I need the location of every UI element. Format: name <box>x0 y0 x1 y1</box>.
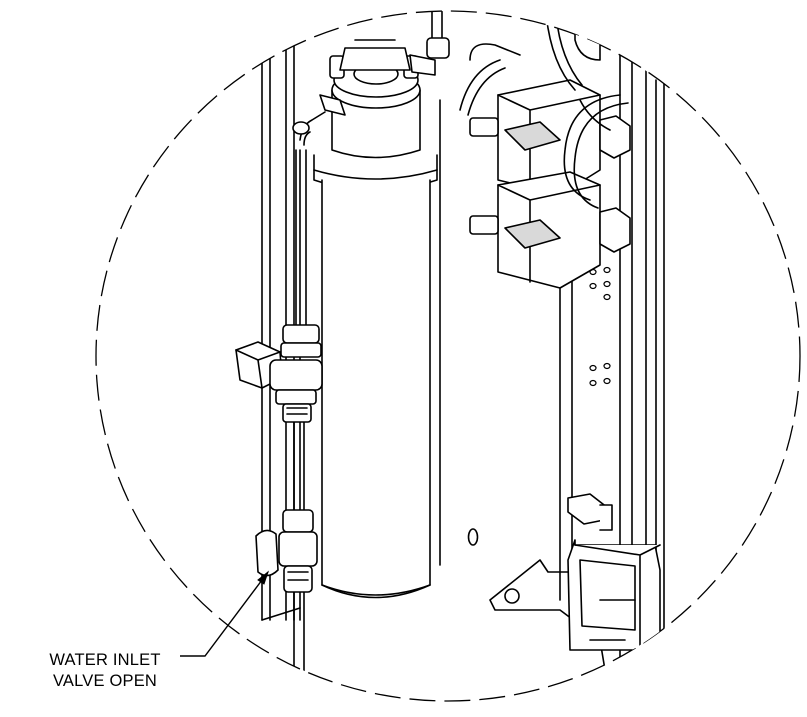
upper-pump-module <box>469 43 631 196</box>
water-inlet-valve-callout: WATER INLET VALVE OPEN <box>12 650 198 692</box>
detail-boundary-circle <box>95 10 801 702</box>
callout-line-1: WATER INLET <box>49 651 161 669</box>
panel-slot <box>467 528 479 546</box>
callout-leader-line <box>180 571 269 657</box>
shutoff-valve <box>235 324 323 423</box>
water-filter-cartridge <box>313 39 438 599</box>
solenoid-block <box>567 493 661 651</box>
callout-line-2: VALVE OPEN <box>52 672 158 690</box>
callout-arrowhead <box>257 570 270 585</box>
water-inlet-valve <box>255 509 318 593</box>
lower-pump-module <box>469 171 631 289</box>
